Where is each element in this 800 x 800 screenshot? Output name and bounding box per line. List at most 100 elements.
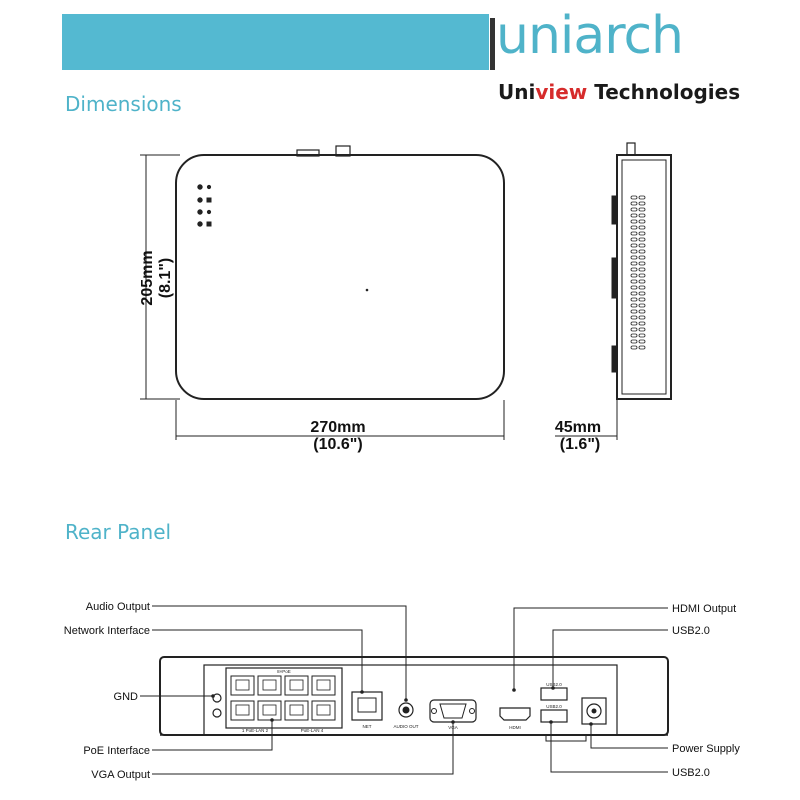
usb-top-leader xyxy=(552,629,668,688)
depth-mm-label: 45mm xyxy=(555,419,601,436)
poe-port xyxy=(284,675,309,696)
audio-out-marking: AUDIO OUT xyxy=(393,724,418,729)
poe-port-jack xyxy=(316,704,331,716)
vent-slot xyxy=(630,285,638,290)
leader-dot xyxy=(451,720,455,724)
poe-port-jack xyxy=(289,679,304,691)
vent-slot xyxy=(638,339,646,344)
logo-subtitle-part-3: Technologies xyxy=(587,80,741,104)
vent-slot xyxy=(638,207,646,212)
dimensions-title: Dimensions xyxy=(65,92,182,116)
vga-output-leader xyxy=(152,722,454,775)
audio-output-leader xyxy=(152,605,407,700)
vent-slot xyxy=(630,321,638,326)
power-socket-ring xyxy=(586,703,602,719)
vent-slot xyxy=(638,237,646,242)
leader-dot xyxy=(512,688,516,692)
power-supply-leader xyxy=(590,724,668,749)
network-port-jack xyxy=(357,697,377,713)
power-socket-pin xyxy=(591,708,597,714)
vent-slot xyxy=(638,231,646,236)
vent-slot xyxy=(638,261,646,266)
vent-slot xyxy=(638,201,646,206)
poe-port-jack xyxy=(289,704,304,716)
vent-slot xyxy=(630,219,638,224)
poe-ports xyxy=(230,675,336,721)
vent-slot xyxy=(638,267,646,272)
vent-slot xyxy=(630,327,638,332)
indicator-dot xyxy=(206,209,212,215)
leader-dot xyxy=(211,694,215,698)
vent-slot xyxy=(630,297,638,302)
usb-bottom-leader xyxy=(550,722,668,773)
vent-slot xyxy=(630,267,638,272)
vent-slot xyxy=(630,207,638,212)
vent-slot xyxy=(638,219,646,224)
hdd-indicator-icon xyxy=(197,209,203,215)
vent-slot xyxy=(638,297,646,302)
usb-port-bottom xyxy=(540,709,568,723)
hdmi-port xyxy=(499,707,531,721)
vga-output-label: VGA Output xyxy=(91,769,150,781)
vent-slot xyxy=(630,231,638,236)
poe-port-jack xyxy=(262,704,277,716)
brand-logo: uniarch Uniview Technologies xyxy=(490,4,790,104)
vent-slot xyxy=(638,309,646,314)
vent-slot xyxy=(630,345,638,350)
network-indicator-icon xyxy=(197,197,203,203)
vent-slot xyxy=(638,243,646,248)
vent-slot xyxy=(638,285,646,290)
poe-port xyxy=(311,700,336,721)
power-supply-label: Power Supply xyxy=(672,743,740,755)
poe-port xyxy=(311,675,336,696)
poe-interface-label: PoE Interface xyxy=(83,745,150,757)
poe-sub-marking-2: PoE-LAN 4 xyxy=(301,728,324,733)
logo-subtitle-part-1: Uni xyxy=(498,80,536,104)
leader-dot xyxy=(270,718,274,722)
usb-marking-a: USB2.0 xyxy=(546,682,562,687)
vent-slot xyxy=(630,303,638,308)
nvr-top-body xyxy=(175,154,505,400)
vent-slot xyxy=(630,339,638,344)
vent-slot xyxy=(638,321,646,326)
hdmi-output-leader xyxy=(513,607,668,690)
side-foot-2 xyxy=(611,257,618,299)
network-interface-leader xyxy=(152,629,363,692)
height-dimension xyxy=(140,154,180,400)
vent-slot xyxy=(630,279,638,284)
gnd-screw xyxy=(212,693,222,703)
usb-port-top xyxy=(540,687,568,701)
power-socket xyxy=(581,697,607,725)
vent-slot xyxy=(638,327,646,332)
logo-subtitle-accent: view xyxy=(535,80,588,104)
header-bar xyxy=(62,14,489,70)
vent-slot xyxy=(630,315,638,320)
hdmi-marking: HDMI xyxy=(509,725,521,730)
height-in-label: (8.1") xyxy=(157,258,174,298)
depth-in-label: (1.6") xyxy=(560,436,600,453)
vent-slot xyxy=(638,291,646,296)
poe-interface-leader xyxy=(152,720,273,751)
vga-screw-left xyxy=(431,708,437,714)
poe-port-jack xyxy=(316,679,331,691)
vent-slot xyxy=(638,249,646,254)
leader-dot xyxy=(404,698,408,702)
vent-slot xyxy=(630,291,638,296)
usb-top-label: USB2.0 xyxy=(672,625,710,637)
poe-port xyxy=(257,700,282,721)
vent-slot xyxy=(630,333,638,338)
indicator-dot xyxy=(206,221,212,227)
side-connector xyxy=(626,142,636,156)
logo-subtitle: Uniview Technologies xyxy=(498,80,740,104)
vent-slot xyxy=(638,255,646,260)
poe-port xyxy=(284,700,309,721)
vent-slot xyxy=(630,243,638,248)
callout-leaders xyxy=(140,605,668,775)
leader-dot xyxy=(549,720,553,724)
hdmi-output-label: HDMI Output xyxy=(672,603,736,615)
vent-slot xyxy=(630,261,638,266)
vent-slot xyxy=(630,273,638,278)
vent-slot xyxy=(638,279,646,284)
poe-port-block xyxy=(225,667,343,729)
